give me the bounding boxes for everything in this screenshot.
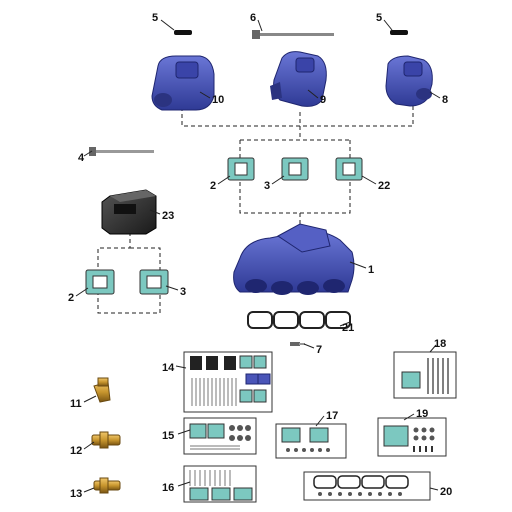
gasket-3-lower <box>139 269 169 295</box>
riser-23 <box>101 189 157 235</box>
callout-3-lower: 3 <box>180 286 187 298</box>
callout-5-left: 5 <box>152 12 159 24</box>
plug-left <box>174 30 192 35</box>
kit-17-box <box>275 423 347 459</box>
callout-9: 9 <box>320 94 327 106</box>
callout-15: 15 <box>162 430 175 442</box>
callout-16: 16 <box>162 482 175 494</box>
callout-12: 12 <box>70 445 83 457</box>
gasket-2-upper <box>227 157 255 181</box>
callout-11: 11 <box>70 398 82 410</box>
manifold-1 <box>233 223 355 295</box>
callout-18: 18 <box>434 338 447 350</box>
rod-6 <box>252 30 334 39</box>
exhaust-gasket-21 <box>247 311 351 329</box>
callout-20: 20 <box>440 486 453 498</box>
callout-8: 8 <box>442 94 449 106</box>
plug-right <box>390 30 408 35</box>
callout-3-upper: 3 <box>264 180 271 192</box>
callout-17: 17 <box>326 410 339 422</box>
callout-4: 4 <box>78 152 85 164</box>
callout-13: 13 <box>70 488 83 500</box>
rod-4 <box>89 147 154 156</box>
gasket-3-upper <box>281 157 309 181</box>
gasket-22 <box>335 157 363 181</box>
callout-7: 7 <box>316 344 323 356</box>
gasket-2-lower <box>85 269 115 295</box>
kit-19-box <box>377 417 447 457</box>
elbow-9 <box>270 51 327 107</box>
kit-16-box <box>183 465 257 503</box>
callout-1: 1 <box>368 264 375 276</box>
bolt-7 <box>290 342 305 346</box>
kit-14-box <box>183 351 273 413</box>
fitting-13 <box>93 477 121 494</box>
callout-10: 10 <box>212 94 225 106</box>
callout-14: 14 <box>162 362 175 374</box>
fitting-12 <box>91 431 121 449</box>
callout-23: 23 <box>162 210 175 222</box>
callout-2-lower: 2 <box>68 292 75 304</box>
kit-18-box <box>393 351 457 399</box>
kit-20-box <box>303 471 431 501</box>
callout-5-right: 5 <box>376 12 383 24</box>
fitting-11 <box>93 377 111 403</box>
callout-21: 21 <box>342 322 355 334</box>
kit-15-box <box>183 417 257 455</box>
callout-22: 22 <box>378 180 391 192</box>
callout-19: 19 <box>416 408 429 420</box>
callout-2-upper: 2 <box>210 180 217 192</box>
elbow-8 <box>385 55 433 107</box>
callout-6: 6 <box>250 12 257 24</box>
leader-lines <box>75 19 441 493</box>
elbow-10 <box>151 55 215 111</box>
